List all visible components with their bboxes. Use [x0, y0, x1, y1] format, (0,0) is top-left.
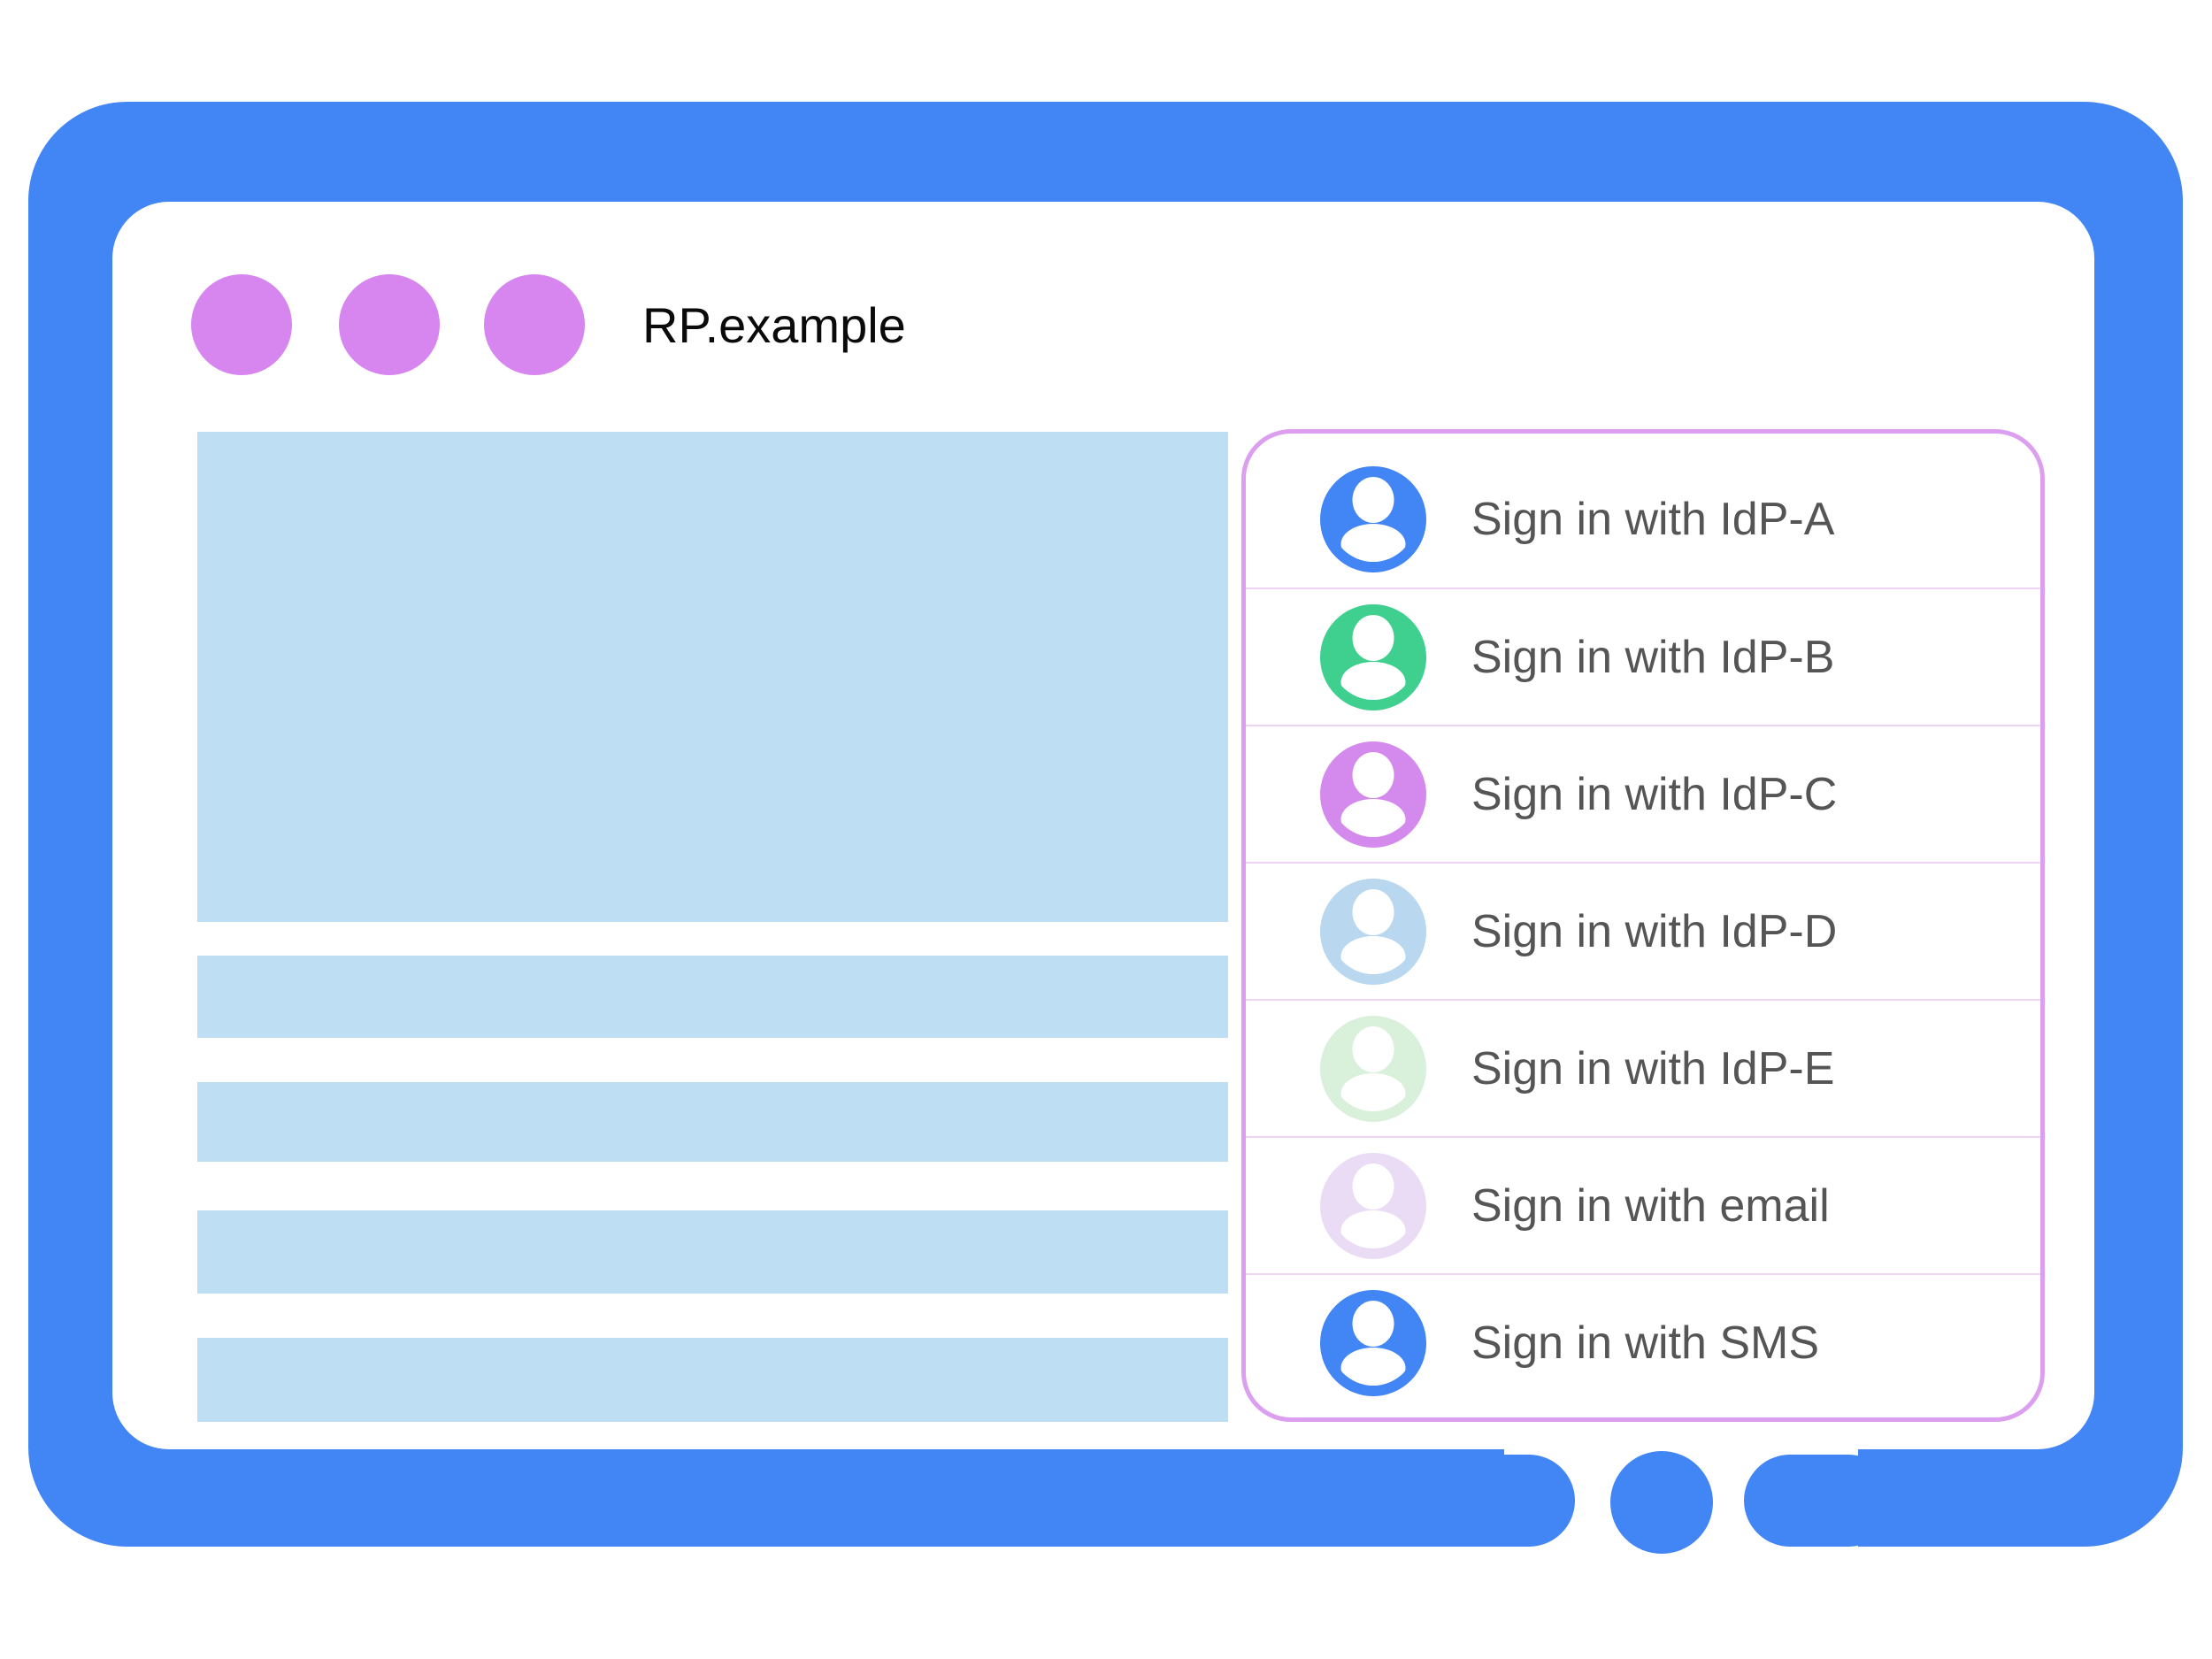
bezel-bar-left-cap [1425, 1455, 1575, 1547]
content-placeholder-line [197, 1210, 1228, 1294]
user-avatar-icon [1320, 1015, 1426, 1122]
user-avatar-icon [1320, 1152, 1426, 1259]
window-control-dot-icon [484, 274, 585, 375]
user-avatar-icon [1320, 741, 1426, 848]
signin-option-idp-a[interactable]: Sign in with IdP-A [1246, 450, 2040, 588]
site-title: RP.example [642, 296, 906, 353]
content-placeholder-line [197, 1082, 1228, 1162]
signin-option-sms[interactable]: Sign in with SMS [1246, 1273, 2040, 1410]
user-avatar-icon [1320, 465, 1426, 572]
signin-option-idp-c[interactable]: Sign in with IdP-C [1246, 725, 2040, 862]
signin-option-idp-e[interactable]: Sign in with IdP-E [1246, 999, 2040, 1136]
signin-option-label: Sign in with IdP-E [1471, 1042, 1835, 1094]
content-placeholder-line [197, 956, 1228, 1038]
signin-option-label: Sign in with email [1471, 1179, 1830, 1232]
signin-option-label: Sign in with IdP-B [1471, 631, 1835, 683]
user-avatar-icon [1320, 1289, 1426, 1396]
window-control-dot-icon [339, 274, 440, 375]
home-button[interactable] [1610, 1451, 1713, 1554]
user-avatar-icon [1320, 878, 1426, 985]
user-avatar-icon [1320, 603, 1426, 710]
window-control-dot-icon [191, 274, 292, 375]
signin-option-label: Sign in with IdP-D [1471, 905, 1838, 957]
signin-chooser-panel: Sign in with IdP-A Sign in with IdP-B Si [1241, 429, 2045, 1422]
signin-option-idp-d[interactable]: Sign in with IdP-D [1246, 862, 2040, 999]
signin-option-label: Sign in with IdP-C [1471, 768, 1838, 820]
signin-option-idp-b[interactable]: Sign in with IdP-B [1246, 588, 2040, 725]
content-placeholder-line [197, 1338, 1228, 1422]
content-placeholder-hero [197, 432, 1228, 922]
signin-option-label: Sign in with SMS [1471, 1317, 1820, 1369]
bezel-bar-right-cap [1744, 1455, 1894, 1547]
signin-option-label: Sign in with IdP-A [1471, 493, 1835, 545]
signin-option-email[interactable]: Sign in with email [1246, 1136, 2040, 1273]
